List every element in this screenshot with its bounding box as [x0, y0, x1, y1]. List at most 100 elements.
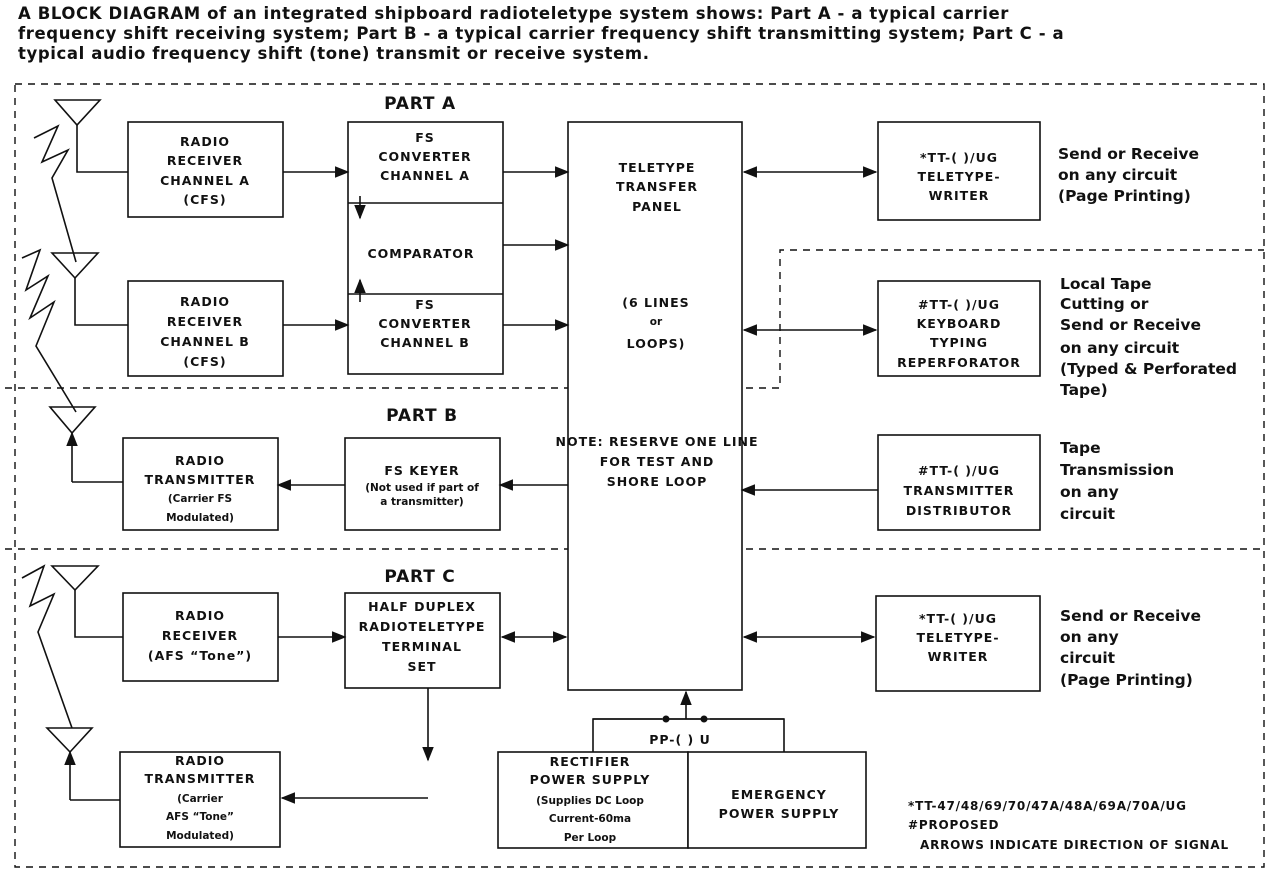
- teletypewriter-block: [875, 595, 1041, 692]
- svg-text:REPERFORATOR: REPERFORATOR: [897, 355, 1021, 370]
- emergency-power-supply-block: [687, 751, 867, 849]
- teletypewriter-label: *TT-( )/UG TELETYPE- WRITER: [916, 611, 999, 664]
- svg-text:FS: FS: [415, 130, 435, 145]
- rectifier-power-supply-label: RECTIFIER POWER SUPPLY (Supplies DC Loop…: [530, 754, 650, 844]
- radio-transmitter-afs-block: [119, 751, 281, 848]
- side-note: Send or Receive on any circuit (Page Pri…: [1058, 145, 1199, 205]
- svg-text:FOR TEST AND: FOR TEST AND: [600, 454, 715, 469]
- radio-transmitter-carrier-fs-block: [122, 437, 279, 531]
- fs-keyer-block: [344, 437, 501, 531]
- svg-text:ARROWS INDICATE DIRECTION OF S: ARROWS INDICATE DIRECTION OF SIGNAL: [920, 838, 1229, 852]
- antenna-icon: [50, 565, 128, 638]
- radio-transmitter-carrier-fs-label: RADIO TRANSMITTER (Carrier FS Modulated): [145, 453, 256, 524]
- part-b-label: PART B: [386, 406, 458, 426]
- svg-text:FS: FS: [415, 297, 435, 312]
- svg-text:POWER SUPPLY: POWER SUPPLY: [719, 806, 840, 821]
- caption-line: frequency shift receiving system; Part B…: [18, 24, 1065, 43]
- radio-receiver-afs-block: [122, 592, 279, 682]
- svg-text:CHANNEL B: CHANNEL B: [160, 334, 250, 349]
- svg-text:(CFS): (CFS): [183, 192, 226, 207]
- radio-receiver-channel-a-label: RADIO RECEIVER CHANNEL A (CFS): [160, 134, 250, 207]
- radio-receiver-channel-b-block: [127, 280, 284, 377]
- svg-text:CHANNEL B: CHANNEL B: [380, 335, 470, 350]
- svg-text:Modulated): Modulated): [166, 830, 234, 842]
- svg-text:CHANNEL A: CHANNEL A: [160, 173, 250, 188]
- svg-text:*TT-( )/UG: *TT-( )/UG: [920, 150, 998, 165]
- svg-text:FS KEYER: FS KEYER: [384, 463, 459, 478]
- svg-text:#TT-( )/UG: #TT-( )/UG: [918, 297, 1000, 312]
- footnotes: *TT-47/48/69/70/47A/48A/69A/70A/UG #PROP…: [908, 799, 1229, 852]
- svg-text:(AFS “Tone”): (AFS “Tone”): [148, 648, 252, 663]
- svg-text:Current-60ma: Current-60ma: [549, 813, 631, 825]
- caption-line: A BLOCK DIAGRAM of an integrated shipboa…: [18, 4, 1010, 23]
- svg-text:AFS “Tone”: AFS “Tone”: [166, 811, 234, 823]
- svg-text:Per Loop: Per Loop: [564, 832, 617, 844]
- svg-text:TELETYPE: TELETYPE: [619, 160, 696, 175]
- reserve-line-note: NOTE: RESERVE ONE LINE FOR TEST AND SHOR…: [556, 434, 759, 489]
- part-c-label: PART C: [384, 567, 455, 587]
- comparator-label: COMPARATOR: [367, 246, 474, 261]
- svg-text:#TT-( )/UG: #TT-( )/UG: [918, 463, 1000, 478]
- radio-link-icon: [21, 124, 77, 729]
- teletypewriter-label: *TT-( )/UG TELETYPE- WRITER: [917, 150, 999, 203]
- svg-text:(Carrier FS: (Carrier FS: [168, 493, 232, 505]
- side-note: Tape Transmission on any circuit: [1060, 439, 1174, 523]
- svg-text:SHORE LOOP: SHORE LOOP: [607, 474, 708, 489]
- svg-text:EMERGENCY: EMERGENCY: [731, 787, 827, 802]
- svg-text:Cutting or: Cutting or: [1060, 295, 1149, 313]
- fs-keyer-label: FS KEYER (Not used if part of a transmit…: [365, 463, 479, 508]
- svg-text:TRANSMITTER: TRANSMITTER: [145, 771, 256, 786]
- svg-text:TRANSMITTER: TRANSMITTER: [904, 483, 1015, 498]
- svg-text:TELETYPE-: TELETYPE-: [916, 630, 999, 645]
- svg-text:TRANSMITTER: TRANSMITTER: [145, 472, 256, 487]
- svg-text:on any circuit: on any circuit: [1058, 166, 1178, 184]
- svg-text:RADIO: RADIO: [175, 453, 225, 468]
- svg-text:(Carrier: (Carrier: [177, 793, 224, 805]
- fs-converter-channel-a-label: FS CONVERTER CHANNEL A: [378, 130, 470, 183]
- radio-receiver-channel-a-block: [127, 121, 284, 218]
- pp-switch-label: PP-( ) U: [649, 732, 711, 747]
- svg-text:circuit: circuit: [1060, 649, 1116, 667]
- svg-text:*TT-( )/UG: *TT-( )/UG: [919, 611, 997, 626]
- svg-text:on any: on any: [1060, 628, 1119, 646]
- svg-text:CONVERTER: CONVERTER: [378, 316, 471, 331]
- svg-text:or: or: [650, 316, 663, 328]
- keyboard-typing-reperforator-label: #TT-( )/UG KEYBOARD TYPING REPERFORATOR: [897, 297, 1021, 370]
- svg-text:RADIO: RADIO: [180, 294, 230, 309]
- svg-text:(CFS): (CFS): [183, 354, 226, 369]
- svg-text:CHANNEL A: CHANNEL A: [380, 168, 470, 183]
- transmitter-distributor-label: #TT-( )/UG TRANSMITTER DISTRIBUTOR: [904, 463, 1015, 518]
- antenna-icon: [45, 727, 123, 801]
- svg-text:RADIO: RADIO: [175, 608, 225, 623]
- svg-text:Modulated): Modulated): [166, 512, 234, 524]
- svg-text:LOOPS): LOOPS): [627, 336, 686, 351]
- svg-text:NOTE: RESERVE ONE LINE: NOTE: RESERVE ONE LINE: [556, 434, 759, 449]
- teletypewriter-block: [877, 121, 1041, 221]
- radio-transmitter-afs-label: RADIO TRANSMITTER (Carrier AFS “Tone” Mo…: [145, 753, 256, 842]
- svg-text:TRANSFER: TRANSFER: [616, 179, 698, 194]
- svg-text:Transmission: Transmission: [1060, 461, 1174, 479]
- svg-text:RADIO: RADIO: [180, 134, 230, 149]
- rectifier-power-supply-block: [497, 751, 689, 849]
- pp-switch-icon: [592, 690, 785, 752]
- half-duplex-terminal-block: [344, 592, 501, 689]
- fs-converter-channel-b-label: FS CONVERTER CHANNEL B: [378, 297, 471, 350]
- svg-text:Send or Receive: Send or Receive: [1060, 607, 1201, 625]
- signal-connections: [276, 166, 878, 804]
- svg-text:RADIOTELETYPE: RADIOTELETYPE: [359, 619, 486, 634]
- svg-text:TERMINAL: TERMINAL: [382, 639, 462, 654]
- svg-text:RECEIVER: RECEIVER: [167, 153, 243, 168]
- teletype-transfer-panel-block: [567, 121, 743, 691]
- radio-receiver-afs-label: RADIO RECEIVER (AFS “Tone”): [148, 608, 252, 663]
- svg-text:KEYBOARD: KEYBOARD: [917, 316, 1002, 331]
- svg-text:*TT-47/48/69/70/47A/48A/69A/70: *TT-47/48/69/70/47A/48A/69A/70A/UG: [908, 799, 1187, 813]
- transmitter-distributor-block: [877, 434, 1041, 531]
- svg-text:#PROPOSED: #PROPOSED: [908, 818, 999, 832]
- svg-text:on any: on any: [1060, 483, 1119, 501]
- diagram-caption: A BLOCK DIAGRAM of an integrated shipboa…: [18, 4, 1258, 64]
- svg-text:DISTRIBUTOR: DISTRIBUTOR: [906, 503, 1012, 518]
- antenna-icon: [50, 252, 128, 326]
- svg-text:circuit: circuit: [1060, 505, 1116, 523]
- svg-text:Send or Receive: Send or Receive: [1058, 145, 1199, 163]
